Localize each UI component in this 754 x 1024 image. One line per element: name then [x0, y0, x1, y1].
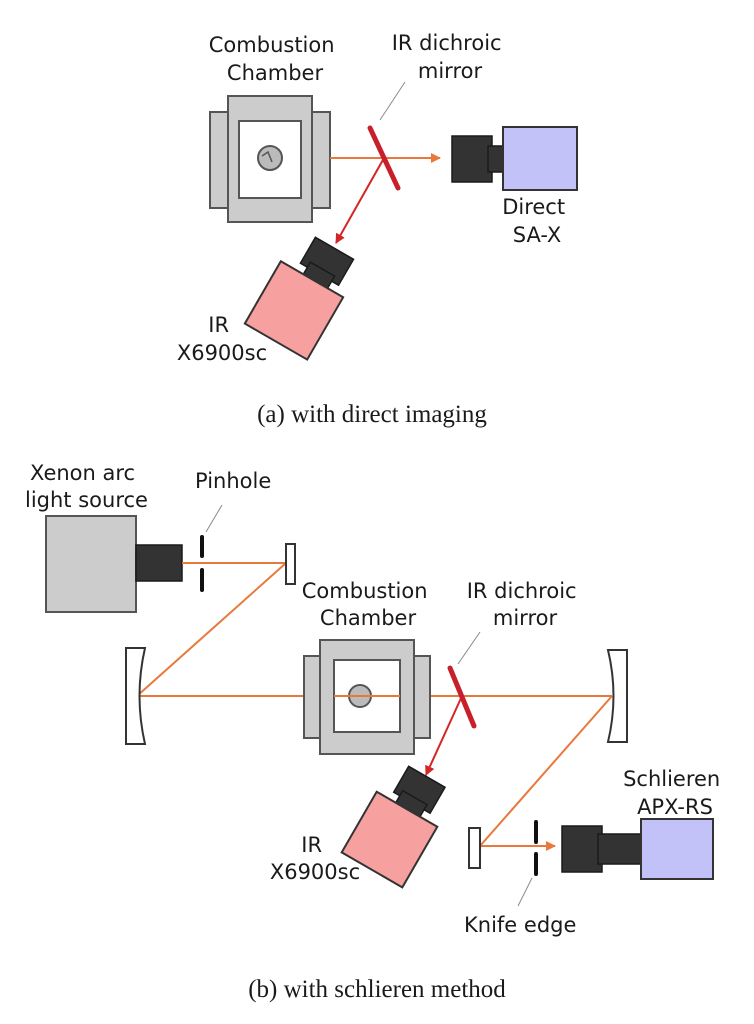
schlieren-camera: [561, 818, 714, 880]
pinhole-leader-line: [205, 504, 223, 533]
combustion-chamber: [209, 95, 331, 223]
ir-camera-label: IR X6900sc: [270, 833, 360, 884]
pinhole-label: Pinhole: [195, 469, 271, 493]
panel-a: Combustion Chamber IR dichroic mirror Di: [177, 31, 578, 428]
schlieren-camera-label: Schlieren APX-RS: [623, 767, 727, 819]
return-beam: [479, 695, 613, 847]
chamber-label: Combustion Chamber: [302, 579, 434, 630]
mirror-leader-line: [379, 81, 406, 121]
ir-camera-label: IR X6900sc: [177, 313, 267, 365]
mirror-leader-line: [457, 631, 481, 665]
caption-a: (a) with direct imaging: [257, 401, 487, 428]
right-concave-mirror: [606, 649, 628, 743]
mirror-label: IR dichroic mirror: [392, 31, 509, 83]
ir-camera: [340, 765, 447, 889]
fold-beam: [136, 562, 287, 697]
panel-b: Xenon arc light source Pinhole Combustio…: [25, 461, 727, 1003]
knife-edge-leader-line: [517, 877, 533, 907]
ir-camera: [243, 236, 355, 361]
xenon-light-source: [45, 515, 183, 613]
left-concave-mirror: [125, 647, 147, 745]
mirror-label: IR dichroic mirror: [467, 579, 584, 630]
ir-beam: [335, 157, 385, 244]
direct-camera: [451, 126, 578, 191]
knife-edge-label: Knife edge: [464, 913, 576, 937]
ir-dichroic-mirror: [447, 665, 477, 729]
light-source-label: Xenon arc light source: [25, 461, 148, 512]
caption-b: (b) with schlieren method: [248, 976, 506, 1003]
chamber-label: Combustion Chamber: [209, 33, 341, 85]
ir-dichroic-mirror: [367, 125, 401, 191]
ir-beam: [425, 695, 463, 776]
direct-camera-label: Direct SA-X: [502, 195, 572, 247]
flat-mirror-bottom: [468, 827, 481, 869]
flat-mirror-top: [285, 543, 296, 585]
